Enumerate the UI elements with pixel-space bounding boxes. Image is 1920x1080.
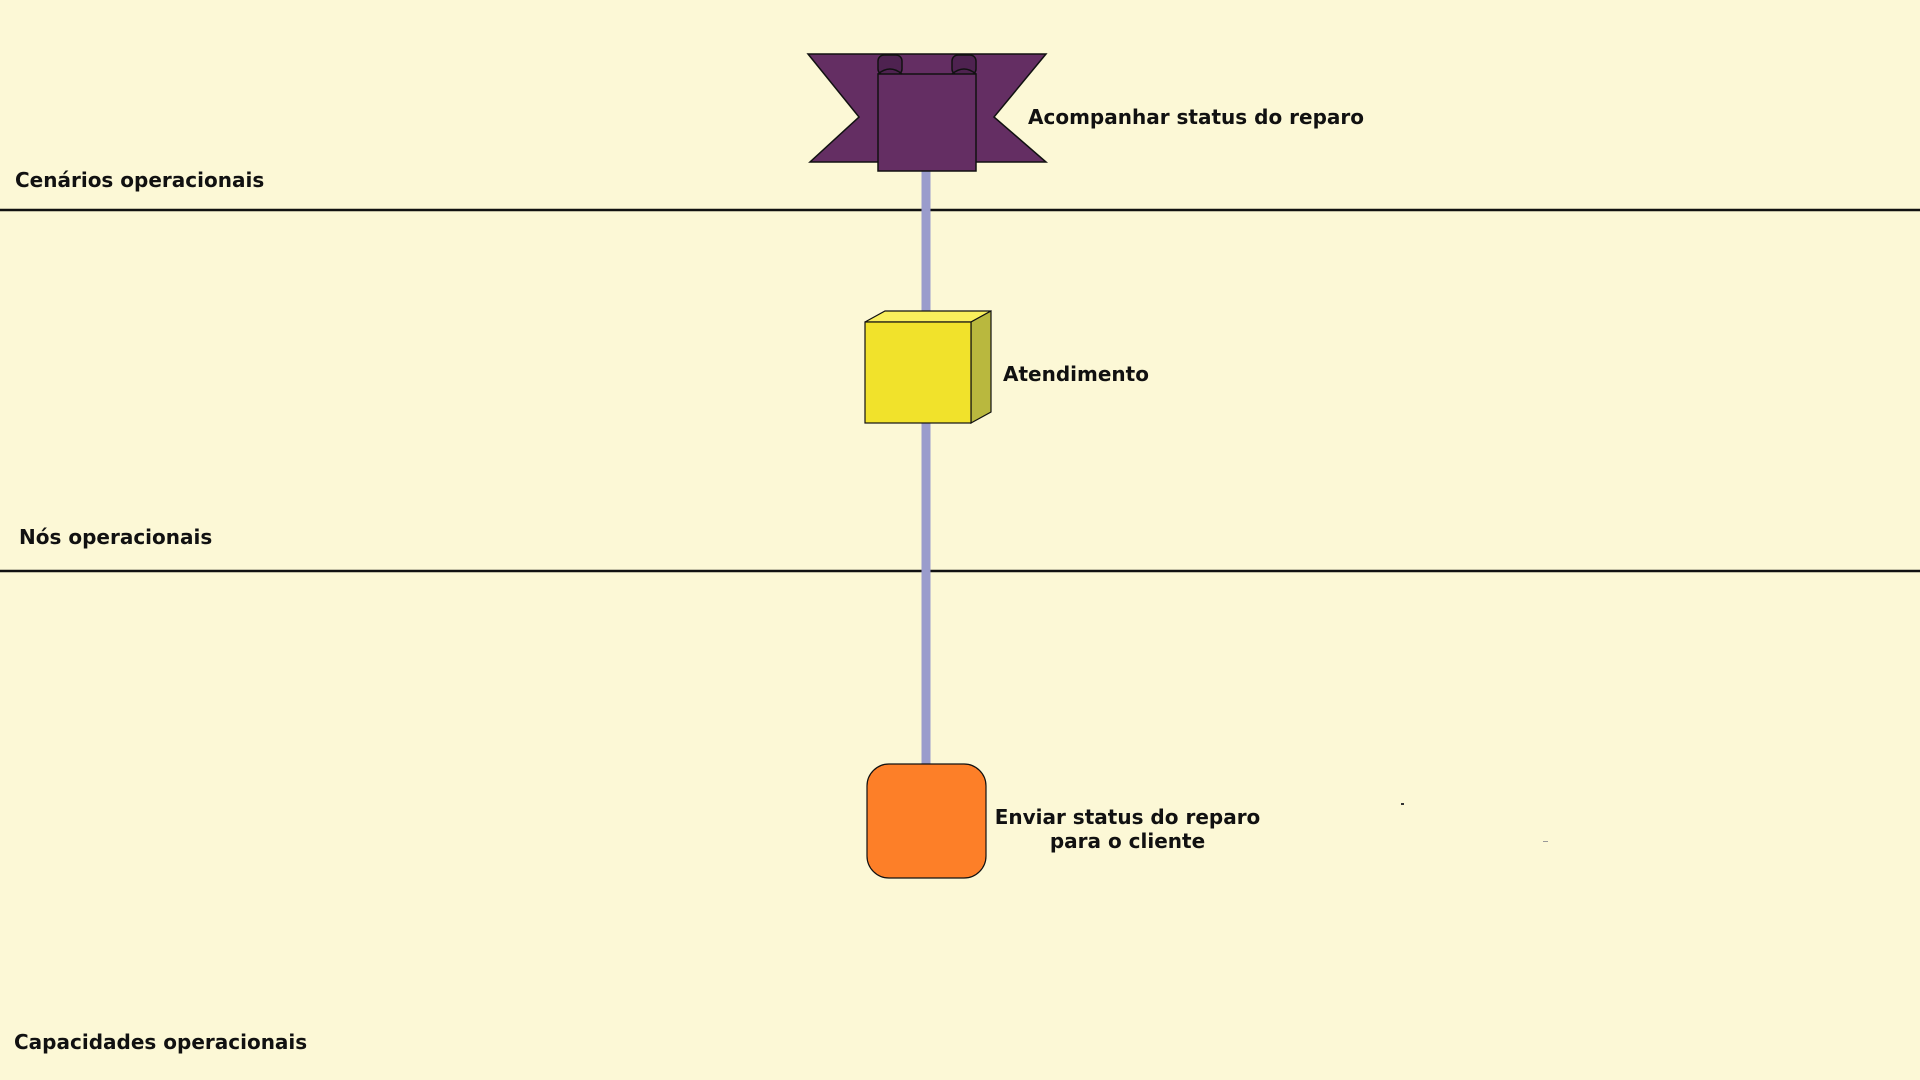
lane-label-scenarios: Cenários operacionais — [15, 168, 265, 192]
lane-label-nodes: Nós operacionais — [19, 525, 213, 549]
node-label: Atendimento — [1003, 362, 1149, 386]
capability-label: Enviar status do reparo para o cliente — [990, 805, 1265, 853]
stray-dot — [1401, 803, 1404, 805]
scenario-scroll-icon[interactable] — [806, 53, 1049, 172]
stray-dash — [1543, 841, 1548, 842]
node-cube-icon[interactable] — [864, 309, 992, 425]
lane-label-capabilities: Capacidades operacionais — [14, 1030, 308, 1054]
scenario-label: Acompanhar status do reparo — [1028, 105, 1365, 129]
capability-label-line-2: para o cliente — [1049, 829, 1206, 853]
capability-rounded-square-icon[interactable] — [866, 763, 987, 879]
capability-label-line-1: Enviar status do reparo — [994, 805, 1261, 829]
